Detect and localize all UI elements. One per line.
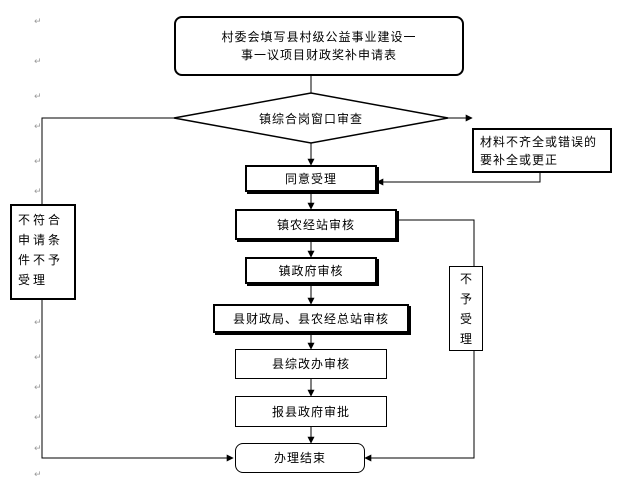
accept-box: 同意受理 [245, 165, 377, 192]
paragraph-mark: ↵ [34, 17, 42, 27]
paragraph-mark: ↵ [34, 187, 42, 197]
finish-label: 办理结束 [273, 451, 326, 465]
paragraph-mark: ↵ [34, 444, 42, 454]
paragraph-mark: ↵ [34, 413, 42, 423]
application-form-line1: 村委会填写县村级公益事业建设一 [221, 30, 417, 44]
line-diamond-to-not-eligible [41, 117, 174, 204]
paragraph-mark: ↵ [34, 470, 42, 480]
not-eligible-label: 不符合申请条件不予受理 [18, 213, 64, 287]
not-accepted-label: 不予受理 [459, 271, 472, 346]
accept-label: 同意受理 [284, 171, 337, 186]
window-review-label: 镇综合岗窗口审查 [258, 112, 363, 126]
county-gov-approval-label: 报县政府审批 [271, 404, 350, 419]
paragraph-mark: ↵ [34, 157, 42, 167]
not-accepted-box: 不予受理 [449, 266, 483, 351]
correction-label: 材料不齐全或错误的要补全或更正 [480, 134, 598, 167]
finish-box: 办理结束 [235, 443, 365, 473]
county-finance-review-label: 县财政局、县农经总站审核 [232, 311, 389, 326]
paragraph-mark: ↵ [34, 383, 42, 393]
arrow-not-accepted-to-finish [364, 351, 475, 462]
paragraph-mark: ↵ [34, 318, 42, 328]
county-gov-approval-box: 报县政府审批 [235, 396, 387, 427]
agri-station-review-label: 镇农经站审核 [276, 217, 355, 232]
line-agri-to-not-accepted [397, 219, 475, 266]
county-reform-review-label: 县综改办审核 [271, 357, 350, 371]
town-gov-review-label: 镇政府审核 [278, 263, 344, 278]
correction-box: 材料不齐全或错误的要补全或更正 [472, 128, 612, 173]
county-reform-review-box: 县综改办审核 [235, 349, 387, 379]
county-finance-review-box: 县财政局、县农经总站审核 [213, 304, 409, 333]
application-form-box: 村委会填写县村级公益事业建设一 事一议项目财政奖补申请表 [174, 16, 464, 76]
town-gov-review-box: 镇政府审核 [245, 257, 377, 284]
application-form-line2: 事一议项目财政奖补申请表 [240, 48, 397, 62]
paragraph-mark: ↵ [34, 353, 42, 363]
paragraph-mark: ↵ [34, 122, 42, 132]
paragraph-mark: ↵ [34, 57, 42, 67]
paragraph-mark: ↵ [34, 92, 42, 102]
not-eligible-box: 不符合申请条件不予受理 [10, 204, 76, 300]
arrow-not-eligible-to-finish [41, 300, 234, 462]
arrow-correction-to-accept [376, 173, 541, 186]
agri-station-review-box: 镇农经站审核 [235, 209, 397, 240]
